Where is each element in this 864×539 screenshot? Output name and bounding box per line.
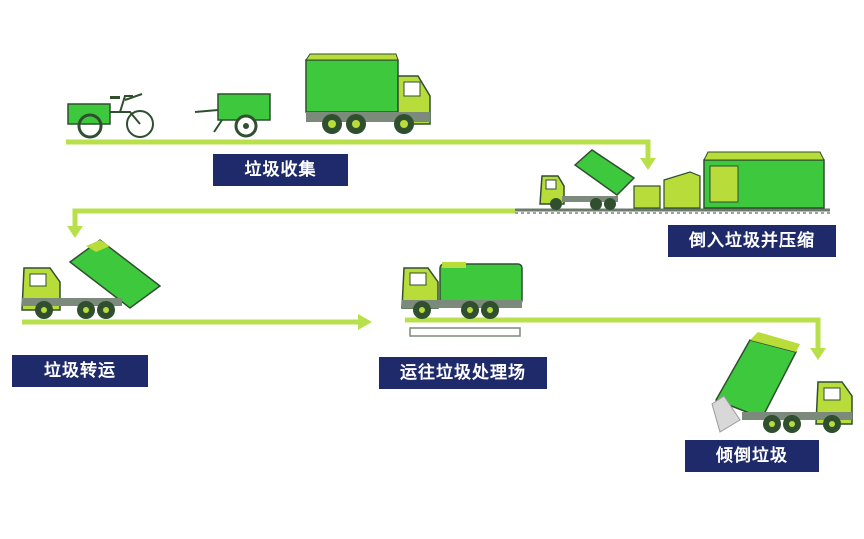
step-label-transfer: 垃圾转运	[12, 355, 148, 387]
hook-lift-truck-icon	[21, 239, 162, 319]
station-ground	[515, 208, 830, 214]
dumping-truck-icon	[711, 332, 853, 433]
step-label-plant: 运往垃圾处理场	[379, 357, 547, 389]
tipping-truck-icon	[539, 149, 636, 210]
tricycle-cart-icon	[67, 93, 154, 139]
compression-station-icon	[633, 151, 825, 209]
step-label-compress: 倒入垃圾并压缩	[668, 225, 836, 257]
arrow-head-1	[640, 158, 656, 170]
container-truck-icon	[401, 262, 523, 337]
dump-truck-icon	[305, 53, 431, 134]
arrow-head-3	[358, 314, 372, 330]
arrow-compress-to-transfer	[72, 208, 515, 228]
step-label-collect: 垃圾收集	[213, 154, 348, 186]
arrow-collect-to-compress	[66, 139, 651, 160]
arrow-head-4	[810, 348, 826, 360]
arrow-head-2	[67, 226, 83, 238]
hand-cart-icon	[194, 93, 271, 138]
arrow-plant-to-dump	[405, 317, 821, 350]
flow-arrows	[22, 139, 826, 360]
step-label-dump: 倾倒垃圾	[685, 440, 819, 472]
